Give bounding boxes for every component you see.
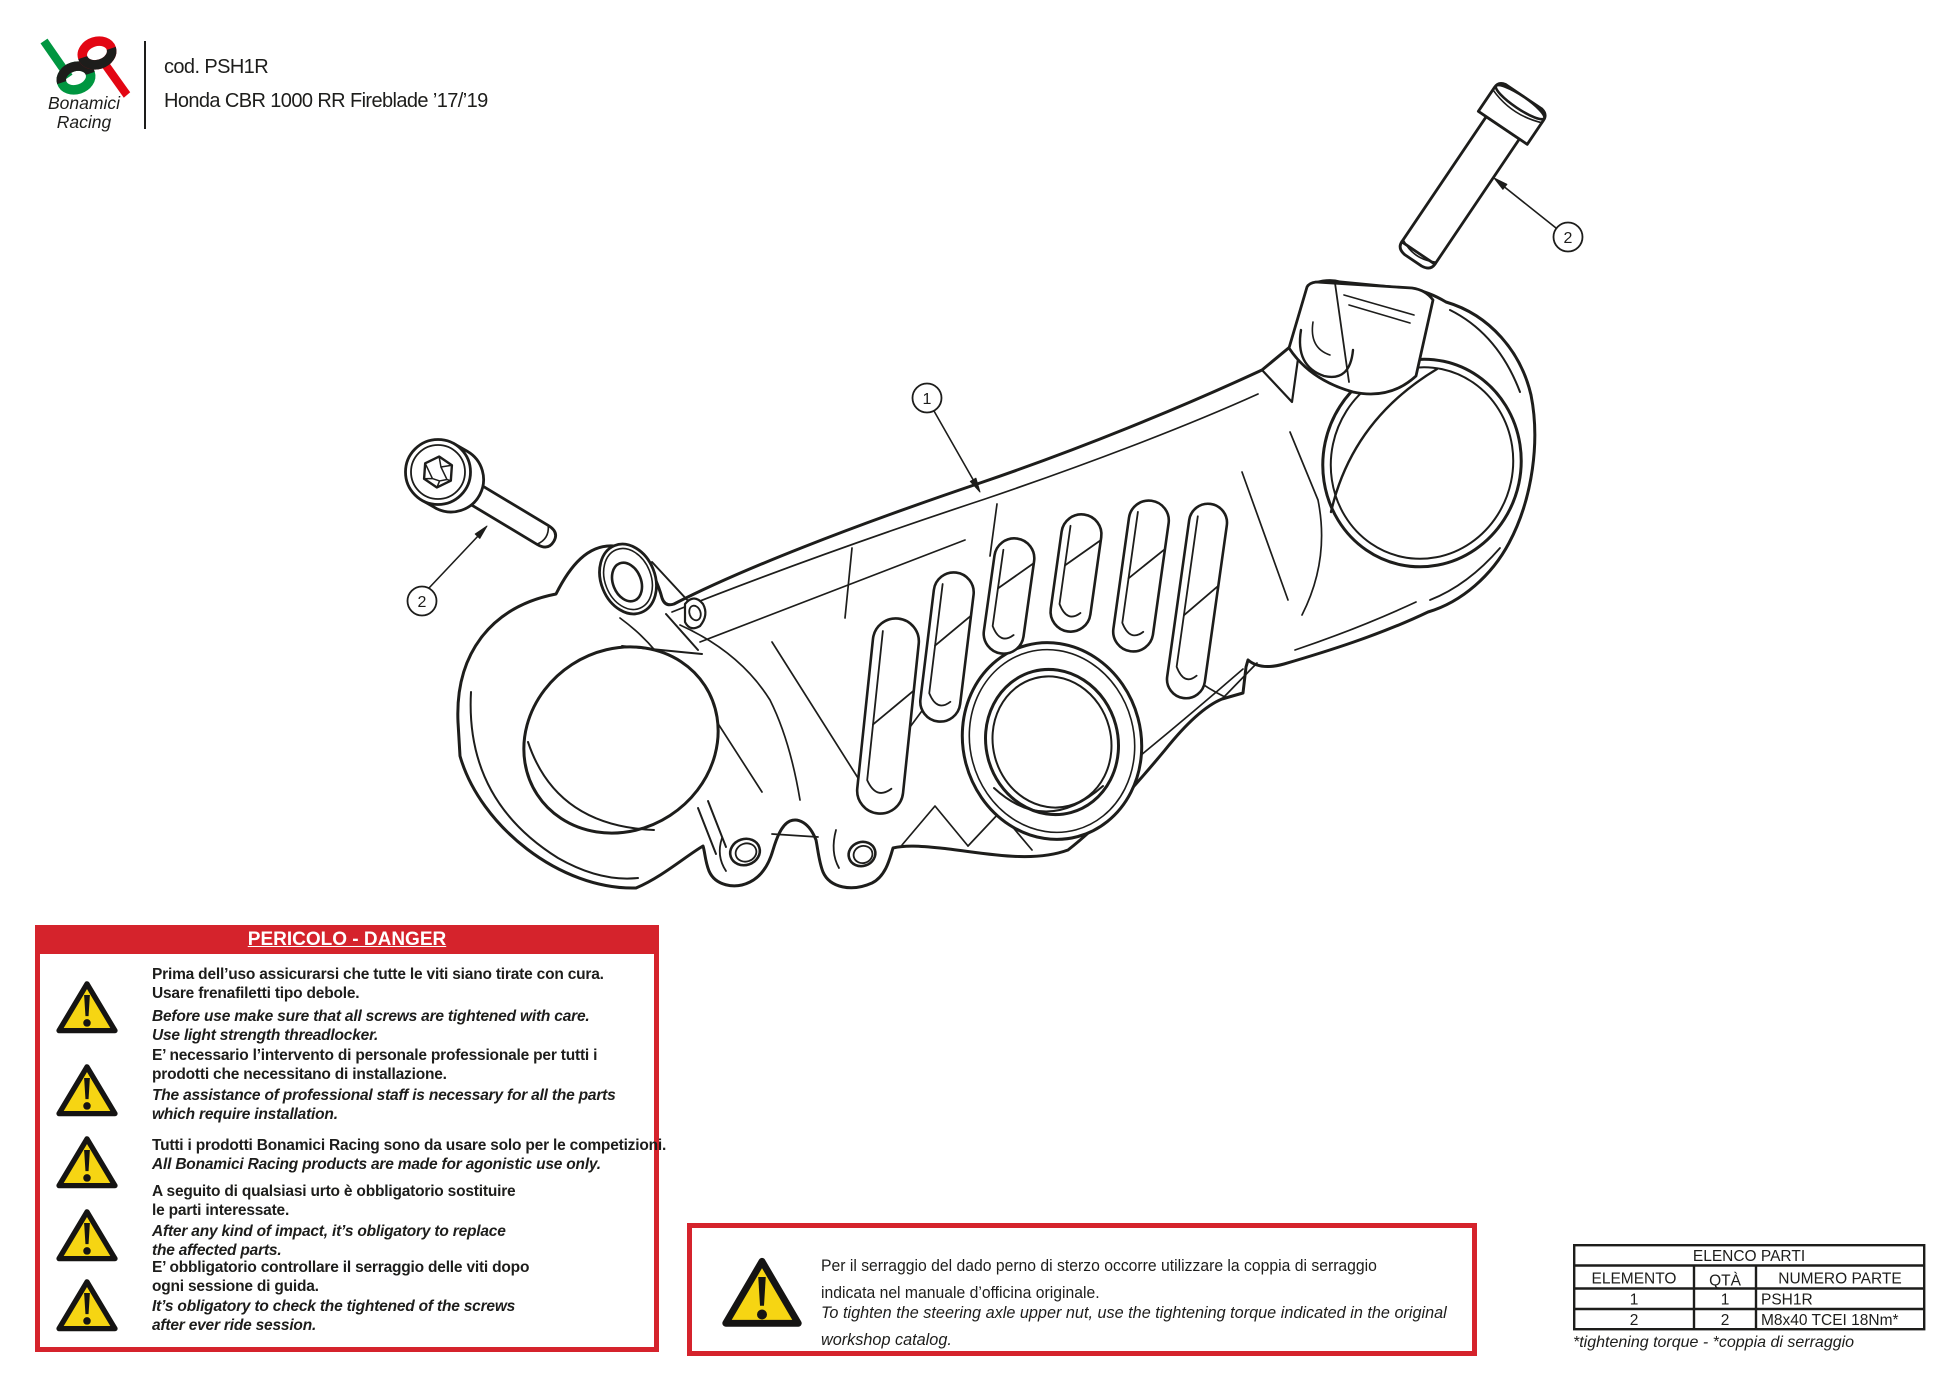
svg-text:1: 1 [1630,1292,1639,1309]
svg-text:QTÀ: QTÀ [1709,1273,1742,1290]
svg-text:2: 2 [418,594,427,611]
svg-text:Bonamici: Bonamici [48,93,121,113]
svg-text:2: 2 [1564,230,1573,247]
svg-text:M8x40 TCEI 18Nm*: M8x40 TCEI 18Nm* [1761,1312,1899,1329]
svg-text:2: 2 [1721,1312,1730,1329]
svg-text:2: 2 [1630,1312,1639,1329]
svg-text:PSH1R: PSH1R [1761,1292,1813,1309]
svg-text:NUMERO PARTE: NUMERO PARTE [1778,1271,1901,1288]
svg-text:ELEMENTO: ELEMENTO [1592,1271,1677,1288]
svg-text:ELENCO PARTI: ELENCO PARTI [1693,1248,1805,1265]
svg-text:Racing: Racing [57,112,112,132]
svg-text:1: 1 [923,391,932,408]
svg-text:1: 1 [1721,1292,1730,1309]
